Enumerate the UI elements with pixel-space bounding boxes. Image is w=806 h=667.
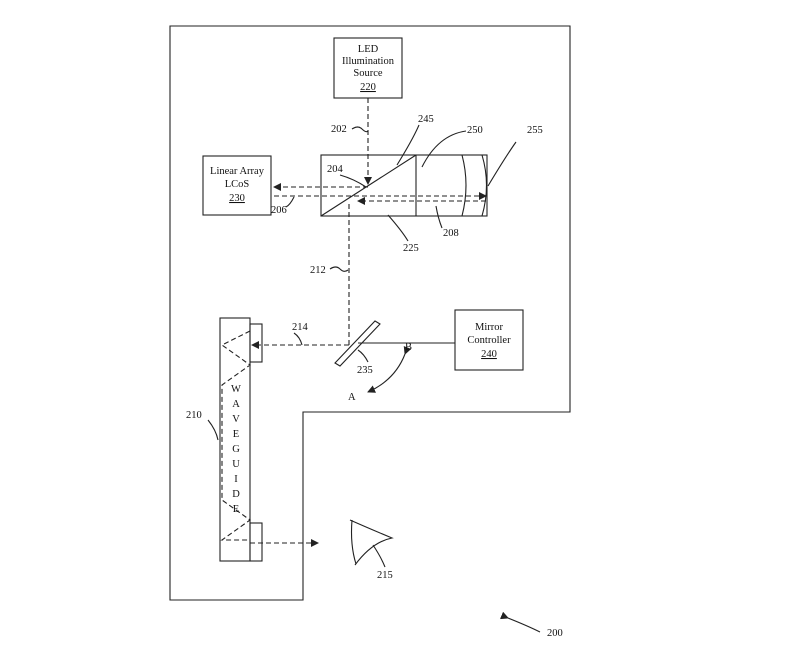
leader-214 [293, 332, 303, 346]
mirror-controller: Mirror Controller 240 [454, 309, 524, 371]
led-label-line-3: Source [353, 68, 382, 79]
ref-210: 210 [186, 410, 202, 421]
mirror-controller-ref-numeral: 240 [481, 349, 497, 360]
device-housing-outline [169, 25, 571, 601]
rotation-label-b: B [405, 342, 412, 353]
waveguide-letter-8: D [232, 489, 240, 500]
ref-255: 255 [527, 125, 543, 136]
linear-array-lcos: Linear Array LCoS 230 [202, 155, 272, 216]
lens-curve-255 [481, 154, 488, 217]
ref-235: 235 [357, 365, 373, 376]
lcos-label-line-1: Linear Array [210, 166, 265, 177]
mirror-controller-label-line-1: Mirror [475, 322, 503, 333]
led-illumination-source: LED Illumination Source 220 [333, 37, 403, 99]
lens-curve-250 [461, 154, 467, 217]
led-label-line-1: LED [358, 44, 379, 55]
leader-208 [435, 205, 443, 229]
leader-202 [351, 126, 369, 133]
scanning-mirror: B A [334, 320, 455, 403]
waveguide-letter-7: I [234, 474, 238, 485]
leader-235 [357, 349, 369, 363]
waveguide-letter-4: E [233, 429, 239, 440]
beam-splitter-assembly [320, 154, 488, 217]
rotation-label-a: A [348, 392, 356, 403]
ref-204: 204 [327, 164, 344, 175]
ref-208: 208 [443, 228, 459, 239]
led-ref-numeral: 220 [360, 82, 376, 93]
lcos-ref-numeral: 230 [229, 193, 245, 204]
ref-202: 202 [331, 124, 347, 135]
waveguide-letter-2: A [232, 399, 240, 410]
mirror-controller-label-line-2: Controller [467, 335, 511, 346]
lcos-label-line-2: LCoS [225, 179, 250, 190]
ref-215: 215 [377, 570, 393, 581]
ref-200: 200 [547, 628, 563, 639]
leader-245 [396, 124, 420, 166]
led-label-line-2: Illumination [342, 56, 395, 67]
leader-210 [207, 419, 219, 441]
eye-icon [349, 519, 394, 566]
ref-225: 225 [403, 243, 419, 254]
ref-212: 212 [310, 265, 326, 276]
leader-212 [329, 266, 349, 272]
waveguide-letter-6: U [232, 459, 240, 470]
leader-255 [487, 141, 517, 187]
leader-215 [372, 544, 386, 568]
leader-206 [285, 196, 295, 208]
waveguide-letter-3: V [232, 414, 240, 425]
leader-204 [339, 174, 367, 188]
ref-206: 206 [271, 205, 287, 216]
ref-245: 245 [418, 114, 434, 125]
ref-214: 214 [292, 322, 309, 333]
waveguide-letter-9: E [233, 504, 239, 515]
waveguide-letter-1: W [231, 384, 241, 395]
beam-splitter-diagonal [320, 154, 417, 217]
leader-200 [500, 611, 541, 633]
leader-250 [421, 130, 467, 168]
leader-225 [387, 214, 409, 242]
ref-250: 250 [467, 125, 483, 136]
waveguide: W A V E G U I D E [219, 317, 319, 562]
waveguide-letter-5: G [232, 444, 240, 455]
rotation-arrow [367, 346, 412, 393]
